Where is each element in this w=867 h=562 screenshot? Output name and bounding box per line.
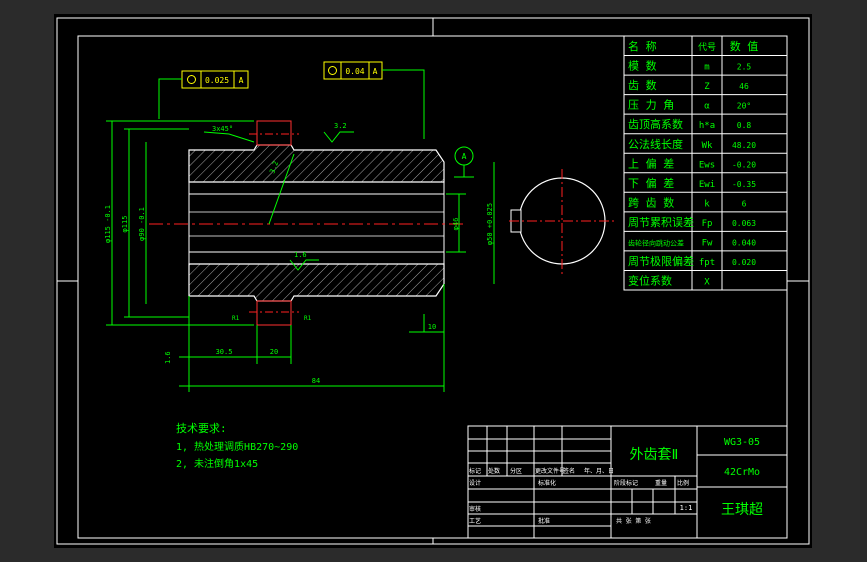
param-symbol: Ews	[699, 160, 715, 170]
tech-req-title: 技术要求:	[176, 422, 227, 435]
param-name: 齿顶高系数	[628, 117, 683, 131]
tb-approve: 批准	[538, 517, 550, 525]
param-value: 0.063	[732, 219, 756, 228]
tb-mark: 标记	[469, 467, 481, 475]
param-name: 周节极限偏差	[628, 254, 694, 268]
roughness-2: 1.6	[294, 251, 307, 259]
technical-requirements: 技术要求: 1, 热处理调质HB270~290 2, 未注倒角1x45	[176, 422, 298, 470]
param-value: -0.35	[732, 180, 756, 189]
tb-weight: 重量	[655, 479, 667, 487]
dim-inner-diameter: φ46	[452, 218, 460, 231]
param-name: 周节累积误差	[628, 215, 694, 229]
param-symbol: k	[704, 199, 710, 209]
param-value: 0.040	[732, 238, 756, 247]
tech-req-item-1: 1, 热处理调质HB270~290	[176, 440, 298, 453]
param-name: 齿轮径向跳动公差	[628, 238, 684, 247]
dim-key-diameter: φ50 +0.025	[486, 203, 494, 245]
param-symbol: m	[704, 63, 709, 73]
dim-hub: 20	[270, 348, 278, 356]
param-value: 46	[739, 82, 749, 91]
param-name: 齿 数	[628, 79, 657, 92]
param-name: 上 偏 差	[628, 156, 674, 170]
chamfer-label: 3x45°	[212, 125, 233, 133]
scale: 1:1	[680, 504, 693, 512]
param-symbol: Z	[704, 82, 710, 92]
chamfer-small-2: R1	[304, 315, 312, 322]
params-table: 名 称 代号 数 值模 数 m 2.5 齿 数 Z 46 压 力 角 α 20° 齿顶高系数 h*a 0.…	[624, 39, 787, 288]
roughness-3: 3.2	[268, 160, 280, 175]
tolerance-frame-2: 0.04 A	[323, 61, 425, 139]
param-value: 数 值	[730, 40, 759, 53]
tb-count: 处数	[488, 467, 500, 475]
param-value: 0.020	[732, 258, 756, 267]
gear-section	[149, 120, 464, 326]
param-name: 变位系数	[628, 274, 672, 288]
param-symbol: Fp	[702, 219, 713, 229]
param-value: 20°	[737, 102, 751, 111]
param-value: 6	[742, 199, 747, 208]
tolerance-frame-1: 0.025 A	[158, 70, 249, 119]
title-block	[467, 425, 788, 539]
param-value: -0.20	[732, 160, 756, 169]
tb-date: 年、月、日	[584, 467, 614, 475]
param-symbol: h*a	[699, 121, 715, 131]
param-value: 48.20	[732, 141, 756, 150]
tolerance-datum-1: A	[239, 76, 244, 85]
dim-bore-outer: φ90 -0.1	[138, 207, 146, 241]
material: 42CrMo	[724, 467, 760, 478]
param-symbol: 代号	[698, 42, 716, 53]
param-symbol: Fw	[702, 238, 713, 248]
drawing-number: WG3-05	[724, 437, 760, 448]
param-value: 0.8	[737, 121, 752, 130]
tolerance-value-1: 0.025	[205, 76, 229, 85]
chamfer-small: R1	[232, 315, 240, 322]
param-name: 公法线长度	[628, 137, 683, 151]
tb-sheets: 共 张 第 张	[616, 517, 651, 525]
tolerance-datum-2: A	[373, 67, 378, 76]
param-name: 模 数	[628, 60, 657, 73]
drawing-sheet: 0.025 A 0.04 A 3x45° 3.2 1.6 3.2 1.6 A R…	[54, 14, 812, 548]
tb-process: 工艺	[469, 517, 481, 525]
param-name: 下 偏 差	[628, 176, 674, 190]
tb-standard: 标准化	[538, 479, 556, 487]
param-name: 压 力 角	[628, 99, 674, 112]
tb-zone: 分区	[510, 467, 522, 475]
part-name: 外齿套Ⅱ	[630, 447, 679, 463]
cad-drawing: 0.025 A 0.04 A 3x45° 3.2 1.6 3.2 1.6 A R…	[56, 17, 810, 545]
tb-doc-no: 更改文件号	[535, 467, 565, 475]
dim-length: 84	[312, 377, 320, 385]
params-table-grid	[623, 35, 788, 291]
tb-design: 设计	[469, 479, 481, 487]
designer-name: 王琪超	[721, 502, 763, 518]
param-symbol: Ewi	[699, 180, 715, 190]
param-symbol: Wk	[702, 141, 713, 151]
roughness-1: 3.2	[334, 122, 347, 130]
tech-req-item-2: 2, 未注倒角1x45	[176, 457, 258, 470]
param-value: 2.5	[737, 63, 752, 72]
param-symbol: fpt	[699, 258, 715, 268]
param-symbol: α	[704, 102, 710, 112]
tb-scale-label: 比例	[677, 479, 689, 487]
side-view	[509, 169, 614, 274]
param-name: 名 称	[628, 39, 657, 53]
tb-review: 审核	[469, 505, 481, 513]
tb-sign: 签名	[563, 467, 575, 475]
roughness-4: 1.6	[164, 351, 172, 364]
tolerance-value-2: 0.04	[345, 67, 364, 76]
tb-stage: 阶段标记	[614, 479, 638, 487]
dim-right: 10	[428, 323, 436, 331]
dim-left: 30.5	[216, 348, 233, 356]
datum-label: A	[462, 152, 467, 161]
param-name: 跨 齿 数	[628, 196, 674, 209]
param-symbol: X	[704, 278, 710, 288]
dim-overall-diameter: φ115	[121, 216, 129, 233]
dim-tip-diameter: φ115 -0.1	[104, 205, 112, 243]
